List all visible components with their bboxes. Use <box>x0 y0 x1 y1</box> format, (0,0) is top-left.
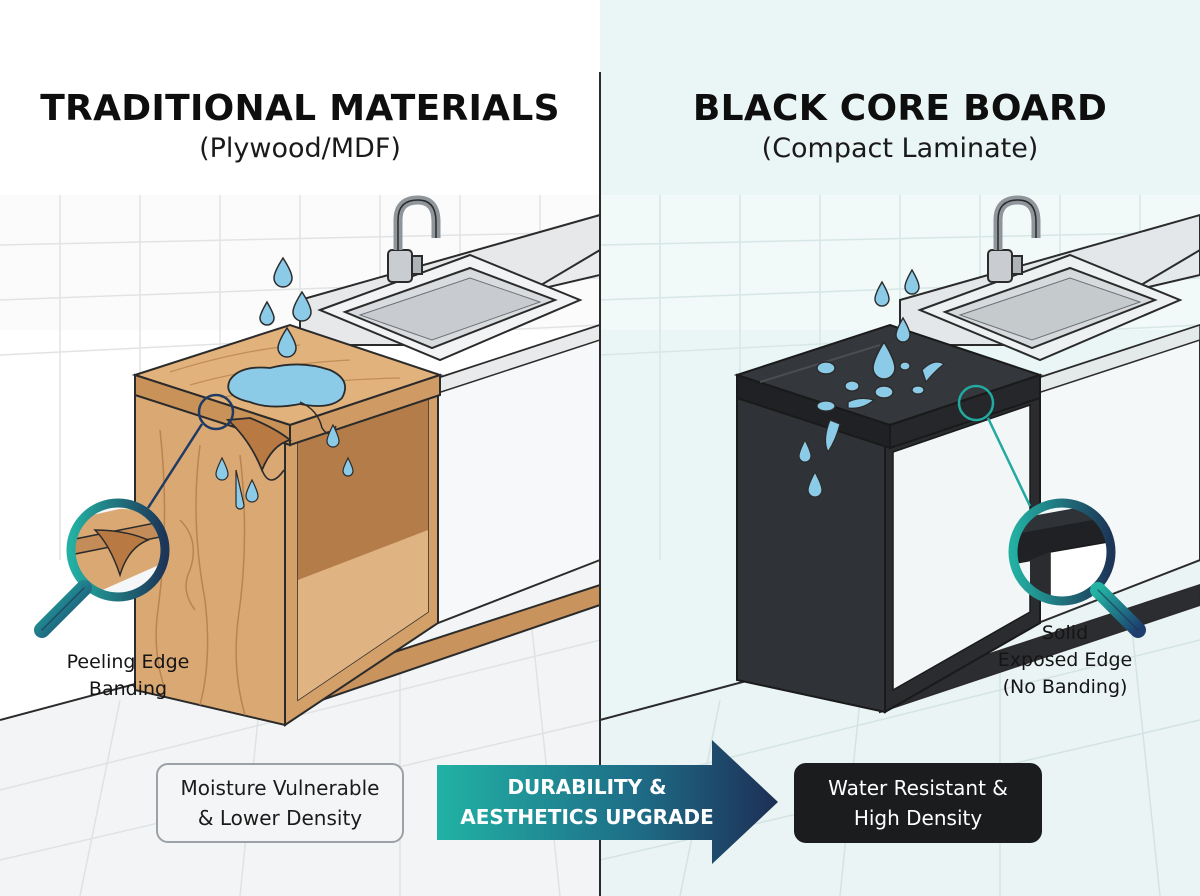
wooden-cabinet <box>131 323 444 727</box>
right-summary-box: Water Resistant & High Density <box>794 763 1042 843</box>
water-drop-icon <box>798 268 946 498</box>
right-callout-line-1: Solid <box>1041 622 1089 644</box>
faucet-icon <box>987 195 1041 283</box>
upgrade-arrow-line-2: AESTHETICS UPGRADE <box>460 805 714 829</box>
upgrade-arrow-label: DURABILITY & AESTHETICS UPGRADE <box>437 772 737 832</box>
left-kitchen-scene <box>0 195 601 896</box>
left-panel-subtitle: (Plywood/MDF) <box>199 133 401 164</box>
right-callout-line-3: (No Banding) <box>1002 676 1128 698</box>
sink-icon <box>317 253 583 362</box>
faucet-icon <box>387 195 441 283</box>
left-callout-line-1: Peeling Edge <box>66 651 190 673</box>
left-summary-box: Moisture Vulnerable & Lower Density <box>156 763 404 843</box>
sink-icon <box>917 253 1183 362</box>
left-callout-line-2: Banding <box>88 678 168 700</box>
left-summary-line-2: & Lower Density <box>197 806 363 830</box>
right-callout: Solid Exposed Edge (No Banding) <box>965 620 1165 701</box>
left-callout: Peeling Edge Banding <box>28 649 228 703</box>
upgrade-arrow <box>437 740 778 864</box>
left-panel-title: TRADITIONAL MATERIALS <box>40 88 560 129</box>
water-drop-icon <box>215 256 354 510</box>
right-panel-subtitle: (Compact Laminate) <box>761 133 1039 164</box>
right-summary-line-2: High Density <box>853 806 983 830</box>
right-summary-line-1: Water Resistant & <box>828 776 1008 800</box>
magnifier-icon <box>957 384 1146 638</box>
right-kitchen-scene <box>599 195 1200 896</box>
upgrade-arrow-line-1: DURABILITY & <box>507 775 667 799</box>
magnifier-icon <box>34 393 235 638</box>
right-callout-line-2: Exposed Edge <box>997 649 1133 671</box>
right-panel-title: BLACK CORE BOARD <box>692 88 1108 129</box>
left-summary-line-1: Moisture Vulnerable <box>180 776 380 800</box>
